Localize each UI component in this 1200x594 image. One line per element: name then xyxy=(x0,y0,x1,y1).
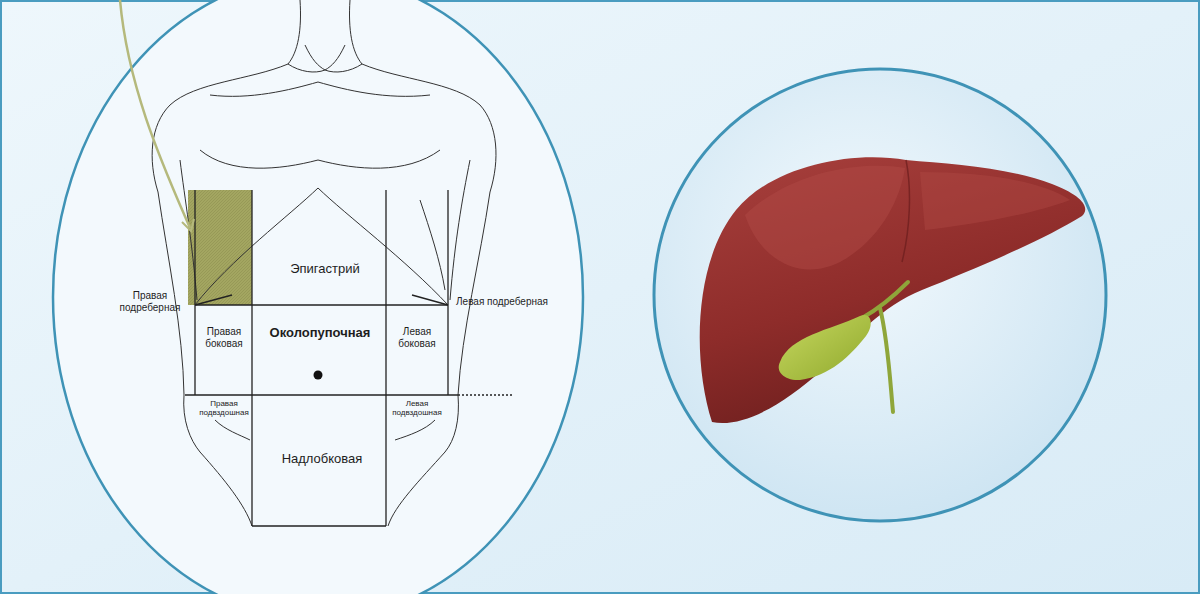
region-grid xyxy=(185,190,512,526)
body-sketch xyxy=(152,0,496,526)
region-label: Левая боковая xyxy=(387,326,447,349)
body-oval xyxy=(53,0,583,594)
pointer-head xyxy=(182,219,194,231)
liver-circle xyxy=(654,69,1106,521)
region-label: Правая боковая xyxy=(196,326,252,349)
highlight-region xyxy=(188,190,252,305)
region-label: Левая подвздошная xyxy=(386,399,448,417)
navel-dot xyxy=(314,371,323,380)
liver-illustration xyxy=(700,157,1086,423)
pointer-line xyxy=(120,0,190,228)
region-label: Эпигастрий xyxy=(263,262,387,277)
region-label: Надлобковая xyxy=(257,452,387,467)
region-label: Околопупочная xyxy=(254,326,386,341)
region-label: Левая подреберная xyxy=(456,296,548,308)
region-label: Правая подвздошная xyxy=(196,399,252,417)
region-label: Правая подреберная xyxy=(112,290,188,313)
